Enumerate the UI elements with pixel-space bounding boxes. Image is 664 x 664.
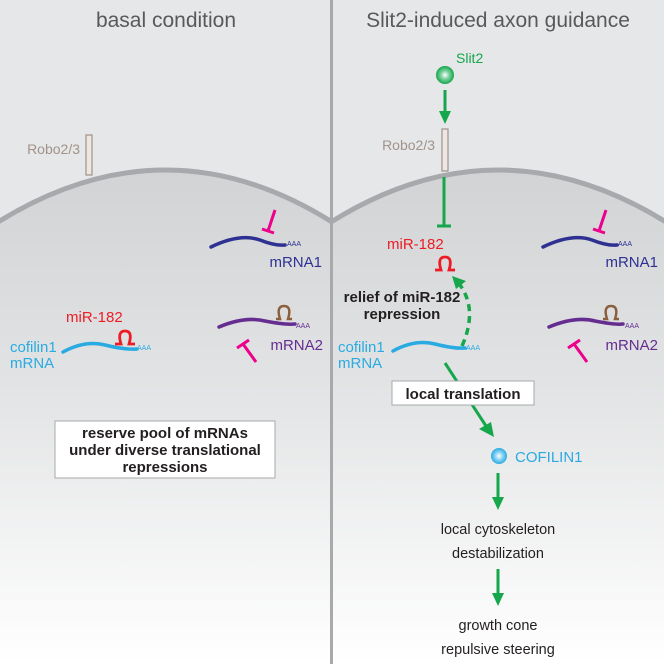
reserve-pool-text-line2: under diverse translational [69,442,261,459]
panel-title-left: basal condition [96,9,236,32]
mir182-label-left: miR-182 [66,309,123,326]
slit2-label: Slit2 [456,50,483,66]
mrna2-strand-right [547,317,625,329]
mir182-label-right: miR-182 [387,236,444,253]
cofilin1-mrna-strand-left [61,341,139,354]
cofilin1-protein-icon [491,448,507,464]
cytoskeleton-text-line1: local cytoskeleton [441,522,555,538]
cofilin1-mrna-label-left-line1: cofilin1 [10,339,57,356]
mrna1-label-left: mRNA1 [269,254,322,271]
relief-text-line1: relief of miR-182 [344,289,461,306]
left-panel: basal condition Robo2/3 AAA mRNA1 AAA mR… [0,9,334,664]
relief-text-line2: repression [364,306,441,323]
cofilin1-protein-label: COFILIN1 [515,449,583,466]
arrow-cofilin-to-cytoskeleton [492,473,504,510]
reserve-pool-text-line3: repressions [122,459,207,476]
cell-membrane-left [0,167,334,225]
repressor-icon-mrna1-right [592,209,608,235]
mrna2-label-right: mRNA2 [605,337,658,354]
repressor-icon-mrna2-right [567,338,589,363]
cofilin1-mrna-label-left-line2: mRNA [10,355,54,372]
polya-mrna2-right: AAA [625,323,639,330]
mir182-icon-left [115,329,135,346]
repressor-icon-mrna2-left [236,338,258,363]
relief-arrow-dashed [452,276,472,347]
rna-binding-protein-icon-right [603,304,619,321]
cell-body-right [333,170,664,664]
panel-title-right: Slit2-induced axon guidance [366,9,630,32]
polya-cofilin-right: AAA [466,345,480,352]
mrna2-strand-left [217,317,297,329]
mrna1-strand-left [209,235,287,249]
mrna2-label-left: mRNA2 [270,337,323,354]
cytoskeleton-text-line2: destabilization [452,546,544,562]
cell-body-left [0,170,330,664]
arrow-cytoskeleton-to-steering [492,569,504,606]
robo-receptor-left [85,134,93,176]
cofilin1-mrna-label-right-line1: cofilin1 [338,339,385,356]
cofilin1-mrna-label-right-line2: mRNA [338,355,382,372]
right-panel: Slit2-induced axon guidance Slit2 Robo2/… [329,9,664,664]
local-translation-text: local translation [405,386,520,403]
rna-binding-protein-icon-left [276,304,292,321]
steering-text-line1: growth cone [459,618,538,634]
robo-label-left: Robo2/3 [27,141,80,157]
panel-divider [330,0,333,664]
steering-text-line2: repulsive steering [441,642,555,658]
mrna1-strand-right [541,235,619,249]
polya-mrna1-left: AAA [287,241,301,248]
mrna1-label-right: mRNA1 [605,254,658,271]
reserve-pool-box [54,420,276,479]
cofilin1-mrna-strand-right [391,340,467,353]
polya-mrna1-right: AAA [618,241,632,248]
cell-membrane-right [329,167,664,225]
arrow-slit2-to-robo [439,90,451,124]
reserve-pool-text-line1: reserve pool of mRNAs [82,425,248,442]
inhibition-robo-to-mir182 [437,177,451,228]
mir182-icon-right [435,255,455,272]
robo-receptor-right [441,128,449,172]
slit2-ligand-icon [436,66,454,84]
robo-label-right: Robo2/3 [382,137,435,153]
local-translation-box [391,380,535,406]
polya-mrna2-left: AAA [296,323,310,330]
repressor-icon-mrna1-left [261,209,277,235]
polya-cofilin-left: AAA [137,345,151,352]
